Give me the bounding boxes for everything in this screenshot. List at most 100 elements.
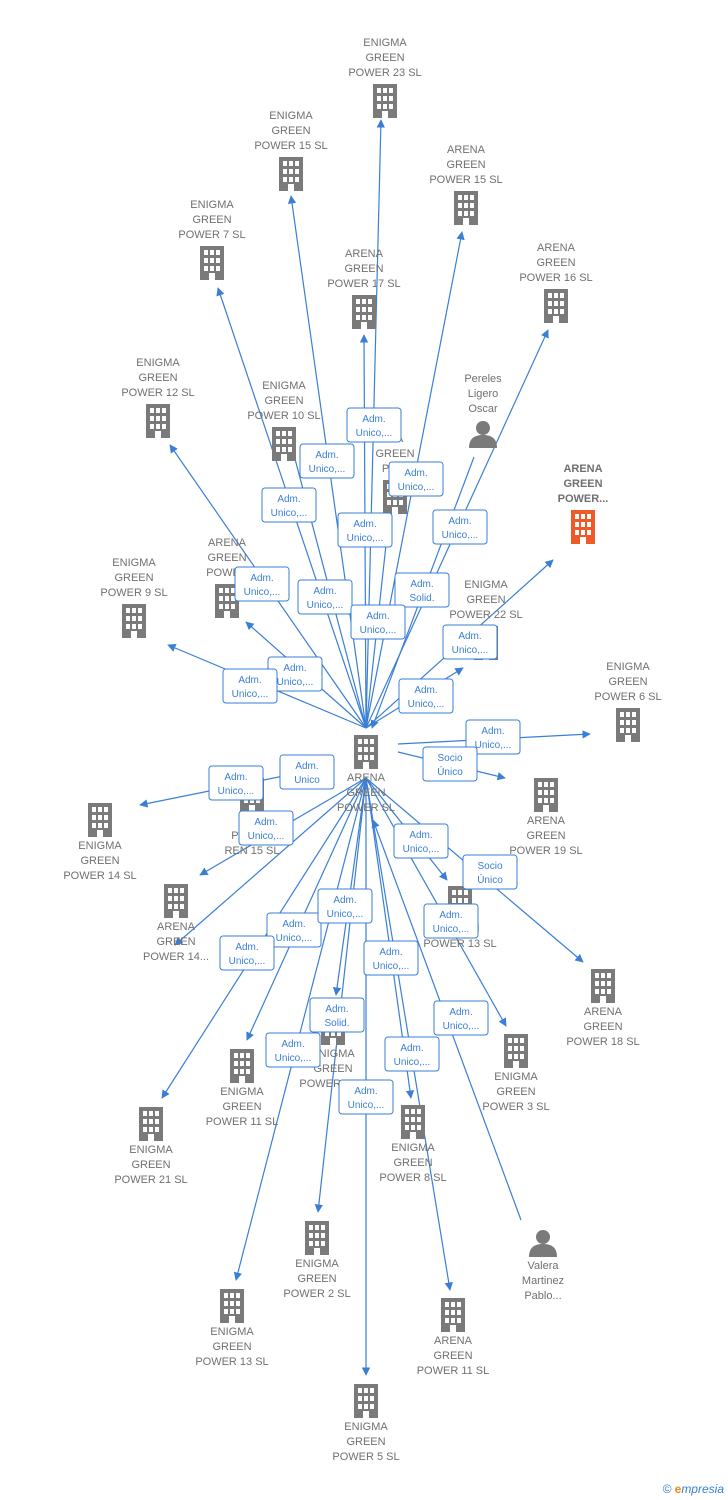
relation-badge[interactable]: Adm.Unico,...	[238, 810, 294, 846]
building-icon	[534, 778, 558, 812]
node-agp_hl[interactable]: ARENAGREENPOWER...	[558, 463, 609, 544]
relation-badge[interactable]: Adm.Unico,...	[350, 604, 406, 640]
relation-badge[interactable]: Adm.Unico,...	[338, 1079, 394, 1115]
badge-box	[462, 854, 518, 890]
badge-box	[309, 997, 365, 1033]
edge-center-eg13	[233, 777, 367, 1281]
badge-text: Adm.	[481, 726, 504, 737]
relation-badge[interactable]: Adm.Unico,...	[423, 903, 479, 939]
relation-badge[interactable]: Adm.Unico,...	[384, 1036, 440, 1072]
relation-badge[interactable]: Adm.Unico	[279, 754, 335, 790]
relation-badge[interactable]: Adm.Unico,...	[465, 719, 521, 755]
building-icon	[504, 1034, 528, 1068]
badge-text: Unico,...	[309, 464, 346, 475]
badge-text: Adm.	[458, 631, 481, 642]
building-icon	[401, 1105, 425, 1139]
node-label: ARENA	[345, 248, 384, 260]
relation-badge[interactable]: Adm.Unico,...	[346, 407, 402, 443]
relation-badge[interactable]: Adm.Unico,...	[222, 668, 278, 704]
node-label: GREEN	[433, 1350, 472, 1362]
node-label: GREEN	[346, 787, 385, 799]
badge-box	[266, 912, 322, 948]
badge-text: Adm.	[295, 761, 318, 772]
relation-badge[interactable]: Adm.Unico,...	[317, 888, 373, 924]
relation-badge[interactable]: Adm.Solid.	[394, 572, 450, 608]
relation-badge[interactable]: Adm.Unico,...	[363, 940, 419, 976]
badge-text: Adm.	[238, 675, 261, 686]
badge-box	[279, 754, 335, 790]
relation-badge[interactable]: Adm.Unico,...	[433, 1000, 489, 1036]
relation-badge[interactable]: Adm.Unico,...	[432, 509, 488, 545]
badge-text: Unico,...	[229, 956, 266, 967]
node-label: ENIGMA	[295, 1258, 339, 1270]
building-icon	[591, 969, 615, 1003]
badge-text: Adm.	[409, 830, 432, 841]
node-label: POWER 13 SL	[195, 1356, 268, 1368]
person-icon	[469, 421, 497, 448]
building-icon	[352, 295, 376, 329]
badge-box	[442, 624, 498, 660]
relation-badge[interactable]: Adm.Unico,...	[388, 461, 444, 497]
relation-badge[interactable]: Adm.Unico,...	[266, 912, 322, 948]
node-label: GREEN	[496, 1086, 535, 1098]
node-label: GREEN	[346, 1436, 385, 1448]
relation-badge[interactable]: Adm.Unico,...	[393, 823, 449, 859]
relation-badge[interactable]: Adm.Unico,...	[398, 678, 454, 714]
node-label: ARENA	[527, 815, 566, 827]
relation-badge[interactable]: Adm.Unico,...	[297, 579, 353, 615]
badge-box	[238, 810, 294, 846]
node-valera[interactable]: ValeraMartinezPablo...	[522, 1230, 564, 1302]
relation-badge[interactable]: Adm.Unico,...	[234, 566, 290, 602]
relation-badge[interactable]: Adm.Unico,...	[299, 443, 355, 479]
relation-badge[interactable]: Adm.Solid.	[309, 997, 365, 1033]
node-label: ARENA	[537, 242, 576, 254]
badge-text: Unico,...	[248, 831, 285, 842]
relation-badge[interactable]: Adm.Unico,...	[265, 1032, 321, 1068]
node-label: ARENA	[347, 772, 386, 784]
node-label: ENIGMA	[220, 1086, 264, 1098]
badge-box	[299, 443, 355, 479]
relation-badge[interactable]: Adm.Unico,...	[219, 935, 275, 971]
node-label: ENIGMA	[344, 1421, 388, 1433]
relation-badge[interactable]: Adm.Unico,...	[442, 624, 498, 660]
relation-badge[interactable]: Adm.Unico,...	[261, 487, 317, 523]
node-label: ENIGMA	[606, 661, 650, 673]
relation-badge[interactable]: Adm.Unico,...	[208, 765, 264, 801]
badge-text: Unico,...	[443, 1021, 480, 1032]
relation-badge[interactable]: Adm.Unico,...	[337, 512, 393, 548]
badge-box	[422, 746, 478, 782]
node-label: GREEN	[393, 1157, 432, 1169]
badge-text: Adm.	[283, 663, 306, 674]
empresia-brand[interactable]: © empresia	[662, 1482, 724, 1496]
badge-text: Adm.	[281, 1039, 304, 1050]
node-label: ARENA	[157, 921, 196, 933]
